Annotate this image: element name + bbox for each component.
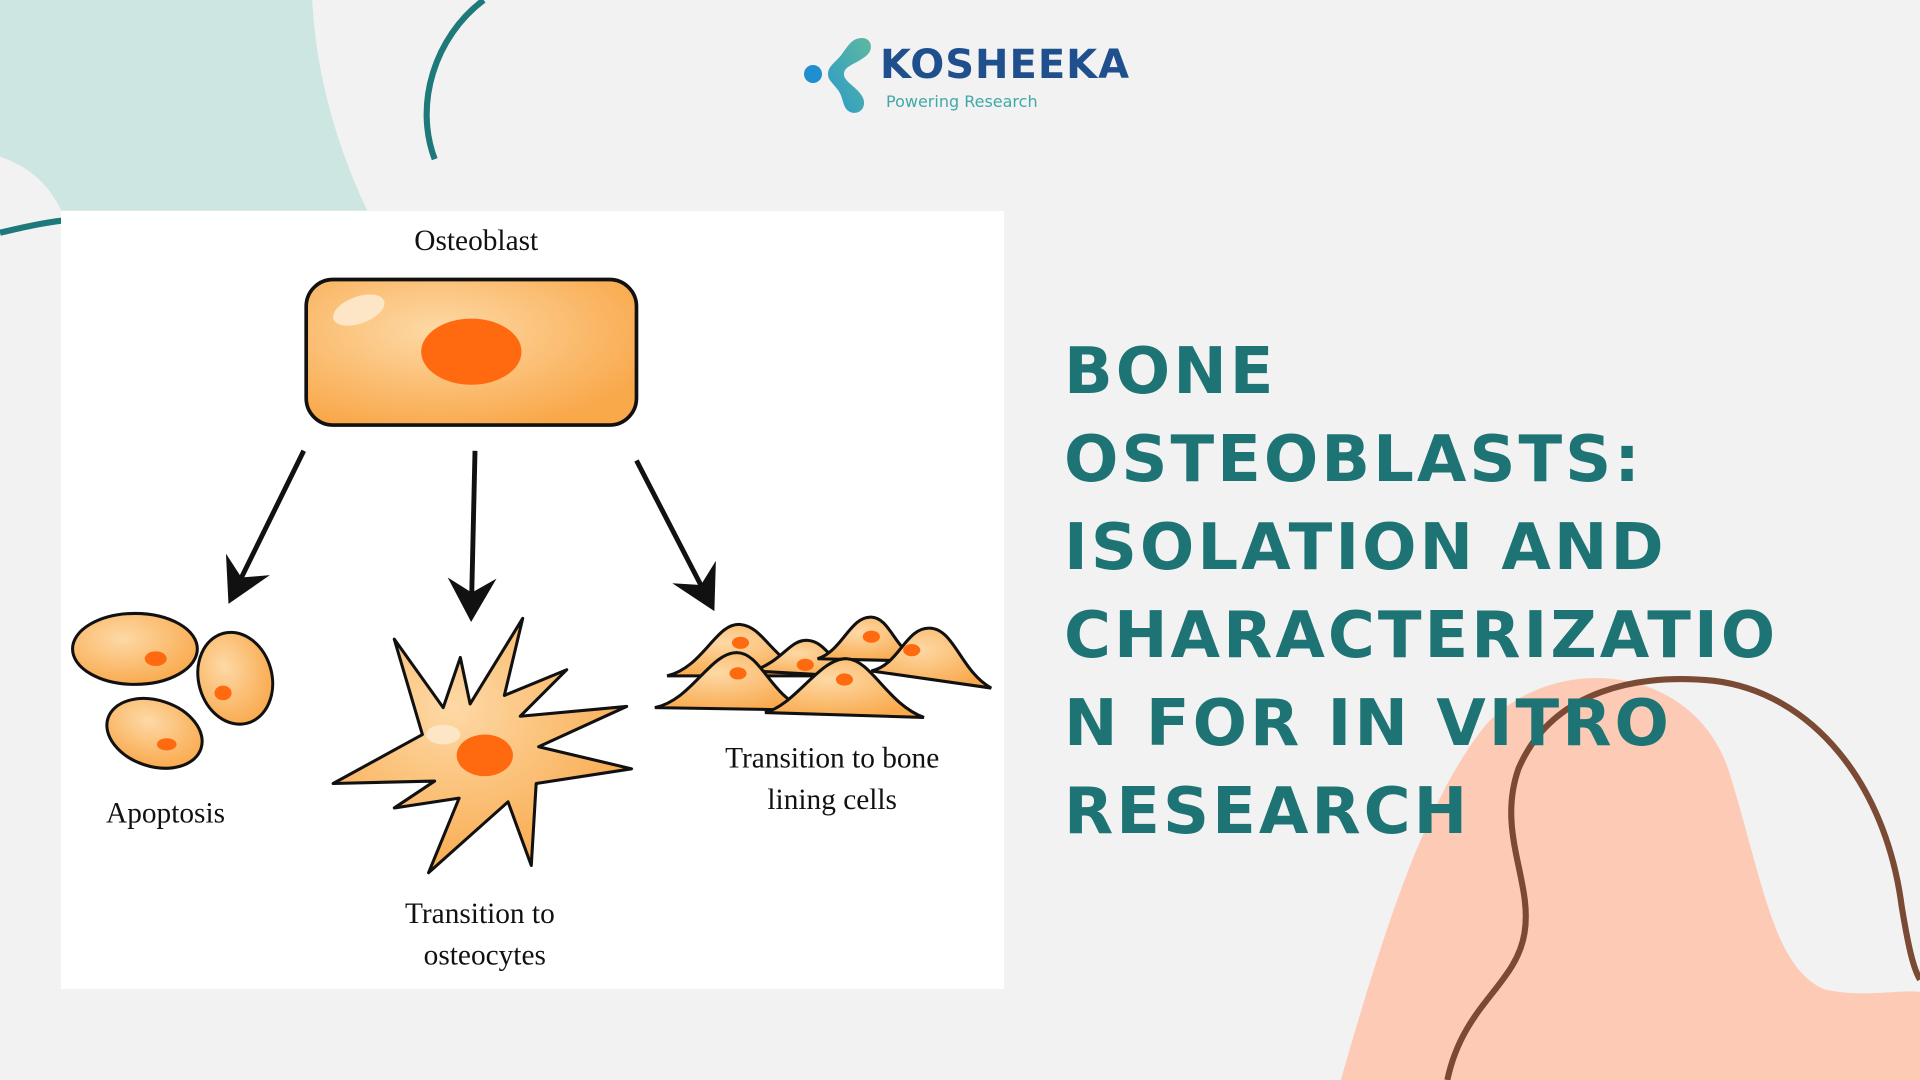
page-title: BONE OSTEOBLASTS: ISOLATION AND CHARACTE… xyxy=(1064,328,1904,856)
arrows xyxy=(225,449,716,623)
label-lining-2: lining cells xyxy=(767,784,897,816)
label-osteoblast: Osteoblast xyxy=(414,225,538,257)
osteoblast-cell xyxy=(304,277,639,427)
peach-blob xyxy=(1340,677,1920,1080)
title-line: ISOLATION AND xyxy=(1064,511,1667,585)
mint-blob xyxy=(0,0,368,211)
arrow-osteocyte xyxy=(447,450,497,623)
brown-loop xyxy=(1444,676,1920,1080)
title-line: BONE xyxy=(1064,335,1277,409)
osteoblast-fate-diagram: Osteoblast xyxy=(61,211,1004,989)
title-line: N FOR IN VITRO xyxy=(1064,687,1672,761)
molecule-icon xyxy=(804,38,871,113)
arrow-apoptosis xyxy=(225,449,306,604)
diagram-svg: Osteoblast xyxy=(71,225,992,972)
apoptotic-cells xyxy=(71,611,275,770)
label-lining-1: Transition to bone xyxy=(725,743,939,775)
title-line: CHARACTERIZATIO xyxy=(1064,599,1779,673)
label-osteocytes-2: osteocytes xyxy=(424,940,546,972)
teal-curve-left xyxy=(0,217,65,236)
label-apoptosis: Apoptosis xyxy=(106,798,225,830)
brand-name: KOSHEEKA xyxy=(880,42,1131,88)
arrow-lining xyxy=(634,459,716,612)
teal-curve xyxy=(423,0,486,161)
label-osteocytes-1: Transition to xyxy=(405,898,555,930)
kosheeka-logo[interactable]: KOSHEEKA Powering Research xyxy=(800,30,1140,120)
brand-tagline: Powering Research xyxy=(886,92,1038,111)
osteocyte-cell xyxy=(331,616,634,875)
bone-lining-cells xyxy=(654,615,992,719)
title-line: OSTEOBLASTS: xyxy=(1064,423,1643,497)
title-line: RESEARCH xyxy=(1064,775,1471,849)
